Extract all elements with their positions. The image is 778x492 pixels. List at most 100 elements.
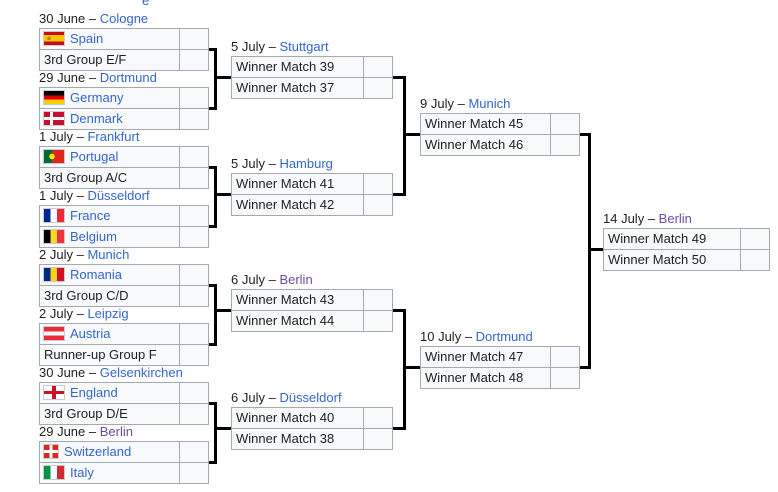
team-name-link[interactable]: Belgium <box>70 229 117 244</box>
city-link[interactable]: Munich <box>468 96 511 111</box>
city-link[interactable]: Düsseldorf <box>279 390 342 405</box>
bracket-connector-line <box>393 427 406 430</box>
team-name-link[interactable]: England <box>70 385 118 400</box>
date-city-separator: – <box>85 11 100 26</box>
score-cell <box>180 206 208 226</box>
city-link[interactable]: Gelsenkirchen <box>99 365 183 380</box>
team-name-link[interactable]: Denmark <box>70 111 123 126</box>
city-link[interactable]: Berlin <box>99 424 133 439</box>
score-cell <box>364 429 392 449</box>
team-cell: 3rd Group D/E <box>40 404 180 424</box>
city-link[interactable]: Frankfurt <box>87 129 140 144</box>
bracket-connector-line <box>214 309 231 312</box>
team-cell: France <box>40 206 180 226</box>
match-box: Portugal 3rd Group A/C <box>39 146 209 189</box>
placeholder-text: Winner Match 49 <box>608 231 707 246</box>
team-cell: Winner Match 45 <box>421 114 551 134</box>
bracket-connector-line <box>580 133 591 136</box>
team-name-link[interactable]: Spain <box>70 31 104 46</box>
score-cell <box>551 114 579 134</box>
city-link[interactable]: Leipzig <box>87 306 129 321</box>
placeholder-text: 3rd Group A/C <box>44 170 128 185</box>
match-date-label: 5 July – Hamburg <box>231 156 333 172</box>
switzerland-flag-icon <box>44 445 58 458</box>
bracket-connector-line <box>393 309 406 312</box>
bracket-connector-line <box>209 343 217 346</box>
date-city-separator: – <box>264 156 280 171</box>
portugal-flag-icon <box>44 150 64 163</box>
city-link[interactable]: Dortmund <box>475 329 533 344</box>
match-date-label: 6 July – Berlin <box>231 272 313 288</box>
bracket-connector-line <box>393 193 406 196</box>
bracket-connector-line <box>393 76 406 79</box>
match-date-label: 10 July – Dortmund <box>420 329 533 345</box>
score-cell <box>180 50 208 70</box>
team-row: 3rd Group E/F <box>40 50 208 70</box>
denmark-flag-icon <box>44 112 64 125</box>
team-row: Winner Match 43 <box>232 290 392 311</box>
team-cell: Winner Match 42 <box>232 195 364 215</box>
score-cell <box>741 229 769 249</box>
team-name-link[interactable]: Austria <box>70 326 111 341</box>
match-date-label: 6 July – Düsseldorf <box>231 390 342 406</box>
city-link[interactable]: Munich <box>87 247 130 262</box>
placeholder-text: Winner Match 42 <box>236 197 335 212</box>
score-cell <box>180 324 208 344</box>
match-box: Romania 3rd Group C/D <box>39 264 209 307</box>
team-cell: Belgium <box>40 227 180 247</box>
match-date-text: 29 June <box>39 424 86 439</box>
team-name-link[interactable]: Germany <box>70 90 124 105</box>
city-link[interactable]: Berlin <box>658 211 692 226</box>
team-cell: Winner Match 41 <box>232 174 364 194</box>
match-box: Switzerland Italy <box>39 441 209 484</box>
bracket-connector-line <box>580 366 591 369</box>
score-cell <box>180 286 208 306</box>
team-name-link[interactable]: Italy <box>70 465 94 480</box>
team-row: Winner Match 48 <box>421 368 579 388</box>
match-date-text: 6 July <box>231 272 265 287</box>
match-box: Winner Match 41 Winner Match 42 <box>231 173 393 216</box>
romania-flag-icon <box>44 268 64 281</box>
date-city-separator: – <box>461 329 476 344</box>
city-link[interactable]: Cologne <box>99 11 149 26</box>
match-date-label: 30 June – Gelsenkirchen <box>39 365 183 381</box>
city-link[interactable]: Stuttgart <box>279 39 329 54</box>
team-cell: Winner Match 38 <box>232 429 364 449</box>
placeholder-text: Winner Match 43 <box>236 292 335 307</box>
placeholder-text: Winner Match 48 <box>425 370 524 385</box>
city-link[interactable]: Berlin <box>279 272 313 287</box>
team-cell: Germany <box>40 88 180 108</box>
team-row: Portugal <box>40 147 208 168</box>
team-cell: Winner Match 40 <box>232 408 364 428</box>
match-date-label: 14 July – Berlin <box>603 211 692 227</box>
score-cell <box>180 29 208 49</box>
team-cell: Runner-up Group F <box>40 345 180 365</box>
bracket-connector-line <box>209 48 217 51</box>
bracket-connector-line <box>214 76 231 79</box>
team-name-link[interactable]: Switzerland <box>64 444 132 459</box>
match-box: Winner Match 49 Winner Match 50 <box>603 228 770 271</box>
team-name-link[interactable]: Portugal <box>70 149 119 164</box>
date-city-separator: – <box>85 424 100 439</box>
score-cell <box>180 463 208 483</box>
team-row: Winner Match 42 <box>232 195 392 215</box>
date-city-separator: – <box>264 390 280 405</box>
team-row: Denmark <box>40 109 208 129</box>
date-city-separator: – <box>85 70 100 85</box>
team-cell: Switzerland <box>40 442 180 462</box>
score-cell <box>180 88 208 108</box>
match-box: Winner Match 45 Winner Match 46 <box>420 113 580 156</box>
score-cell <box>741 250 769 270</box>
city-link[interactable]: Dortmund <box>99 70 157 85</box>
bracket-connector-line <box>209 284 217 287</box>
team-name-link[interactable]: Romania <box>70 267 123 282</box>
score-cell <box>364 78 392 98</box>
bracket-connector-line <box>588 248 603 251</box>
placeholder-text: 3rd Group C/D <box>44 288 129 303</box>
match-date-text: 5 July <box>231 156 265 171</box>
team-name-link[interactable]: France <box>70 208 111 223</box>
team-row: Winner Match 49 <box>604 229 769 250</box>
city-link[interactable]: Hamburg <box>279 156 333 171</box>
city-link[interactable]: Düsseldorf <box>87 188 150 203</box>
